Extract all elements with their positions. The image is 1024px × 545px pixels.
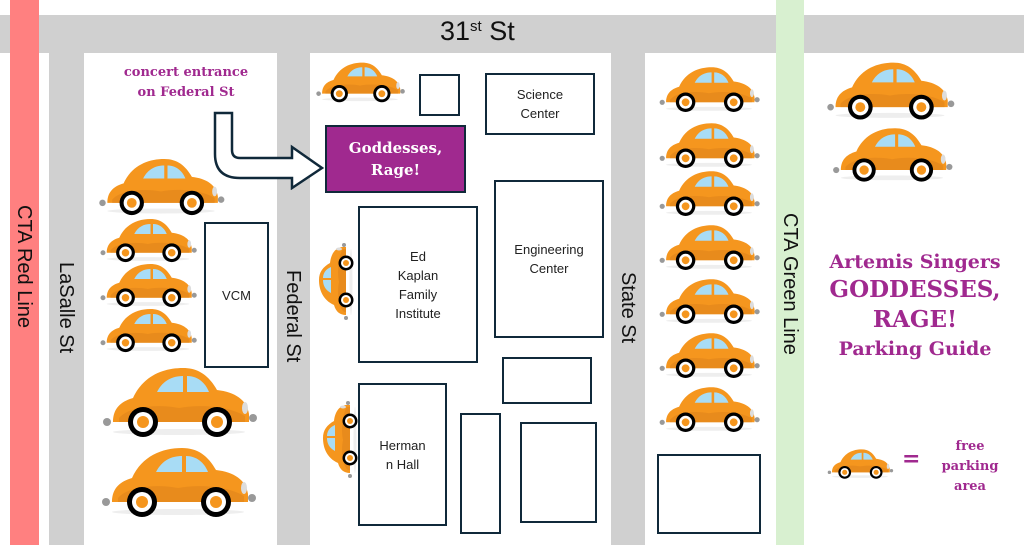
concert-venue[interactable]: Goddesses, Rage! (325, 125, 466, 193)
label-state-st: State St (617, 272, 639, 344)
cta-red-line (10, 0, 39, 545)
label-cta-green-line: CTA Green Line (779, 213, 801, 355)
building-ed-kaplan-family-institute[interactable]: Ed Kaplan Family Institute (358, 206, 478, 363)
car-icon (655, 220, 763, 272)
car-icon (655, 274, 763, 326)
label-cta-red-line: CTA Red Line (13, 205, 35, 329)
car-icon (655, 118, 763, 170)
venue-line2: Rage! (370, 161, 421, 179)
car-icon (655, 382, 763, 434)
callout-line2: on Federal St (137, 85, 235, 100)
cta-green-line (776, 0, 804, 545)
car-icon (97, 214, 199, 264)
legend: = free parking area (822, 434, 1022, 500)
car-icon (93, 440, 263, 520)
legend-line2: parking (941, 459, 999, 474)
car-icon (97, 259, 199, 309)
building-small[interactable] (419, 74, 460, 116)
car-icon (824, 122, 960, 184)
car-icon (96, 360, 262, 440)
car-icon (315, 241, 355, 323)
car-icon (312, 58, 408, 104)
building-vcm[interactable]: VCM (204, 222, 269, 368)
label-lasalle-st: LaSalle St (55, 262, 77, 354)
building-engineering-center[interactable]: Engineering Center (494, 180, 604, 338)
road-lasalle-st (49, 15, 84, 545)
car-icon (96, 152, 226, 218)
street-name: St (489, 16, 515, 46)
car-icon (97, 304, 199, 354)
callout-line1: concert entrance (123, 65, 249, 80)
entrance-callout: concert entrance on Federal St (96, 63, 276, 103)
entrance-arrow-icon (213, 111, 325, 190)
title-line-goddesses: GODDESSES, (829, 276, 1001, 303)
legend-car-icon (824, 446, 896, 480)
legend-text: free parking area (930, 437, 1010, 497)
street-suffix: st (470, 18, 482, 35)
guide-title: Artemis Singers GODDESSES, RAGE! Parking… (806, 249, 1024, 363)
street-number: 31 (440, 16, 471, 46)
car-icon (655, 328, 763, 380)
building-unnamed-3[interactable] (520, 422, 597, 523)
car-icon (655, 166, 763, 218)
title-line-rage: RAGE! (872, 306, 958, 333)
building-unnamed-1[interactable] (502, 357, 592, 404)
legend-equals: = (902, 446, 921, 472)
building-hermann-hall[interactable]: Herman n Hall (358, 383, 447, 526)
car-icon (319, 399, 359, 481)
car-icon (818, 56, 962, 122)
title-line-artemis: Artemis Singers (829, 251, 1001, 273)
building-science-center[interactable]: Science Center (485, 73, 595, 135)
car-icon (655, 62, 763, 114)
building-unnamed-4[interactable] (657, 454, 761, 534)
street-label-31st: 31st St (440, 16, 515, 47)
road-31st-st (0, 15, 1024, 53)
road-federal-st (277, 15, 310, 545)
title-line-parking-guide: Parking Guide (838, 338, 992, 360)
label-federal-st: Federal St (282, 270, 304, 363)
legend-line3: area (954, 479, 986, 494)
building-unnamed-2[interactable] (460, 413, 501, 534)
legend-line1: free (955, 439, 985, 454)
venue-line1: Goddesses, (348, 139, 443, 157)
road-state-st (611, 15, 645, 545)
